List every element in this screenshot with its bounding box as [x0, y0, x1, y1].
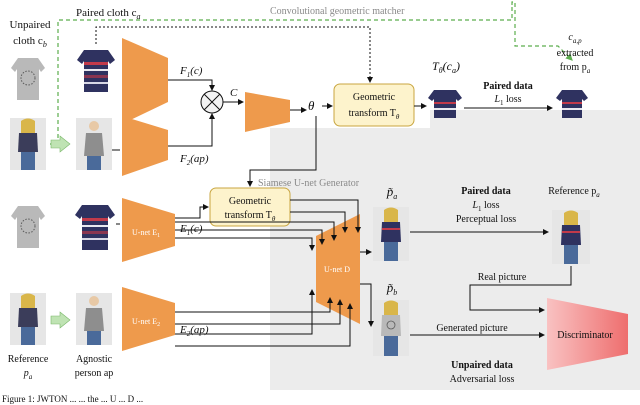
p-tilde-b-label: p̃b: [386, 280, 398, 297]
conv-matcher-label: Convolutional geometric matcher: [270, 6, 405, 17]
unet-d-label: U-net D: [324, 265, 350, 274]
discriminator-label: Discriminator: [557, 330, 613, 341]
unet-d-block: [316, 214, 360, 324]
paired-data-top: Paired data: [483, 81, 533, 92]
theta-label: θ: [308, 98, 315, 113]
generated-pa-image: [373, 207, 409, 261]
unpaired-data-label: Unpaired data: [451, 360, 513, 371]
generated-picture-label: Generated picture: [436, 323, 508, 334]
regression-net: [245, 92, 290, 132]
correlation-node: [200, 90, 224, 114]
l1-loss-top: L1 loss: [493, 94, 521, 107]
encoder-cloth: [122, 38, 168, 124]
warped-cloth-image: [428, 90, 462, 118]
paired-cloth-label: Paired cloth ca: [76, 7, 140, 21]
green-arrow-bottom: [50, 311, 71, 329]
reference-person-image-2: [10, 293, 46, 345]
geo-mid-line2: transform Tθ: [225, 210, 276, 223]
siamese-label: Siamese U-net Generator: [258, 178, 360, 189]
agnostic-label-1: Agnostic: [76, 354, 113, 365]
extracted-cloth-image: [556, 90, 588, 118]
c-label: C: [230, 87, 238, 99]
region-background: [430, 110, 640, 128]
dashed-extraction-arrow: [511, 1, 573, 61]
cap-line1: ca,p: [568, 32, 582, 45]
cap-line2: extracted: [557, 48, 594, 59]
unpaired-cloth-image: [10, 54, 46, 102]
unet-e1-label: U-net E1: [132, 228, 160, 239]
geo-top-line2: transform Tθ: [349, 108, 400, 121]
unpaired-label-line2: cloth cb: [13, 35, 47, 49]
paired-data-mid: Paired data: [461, 186, 511, 197]
t-theta-label: Tθ(ca): [432, 59, 460, 75]
e1-label: E1(c): [179, 223, 203, 237]
pa-bottom-label: pa: [23, 368, 33, 381]
figure-caption-fragment: Figure 1: JWTON ... ... the ... U ... D …: [2, 394, 143, 404]
geometric-transform-mid: [209, 187, 291, 227]
unet-e1-block: [122, 198, 175, 262]
l1-loss-mid: L1 loss: [471, 200, 499, 213]
green-arrow-top: [50, 135, 71, 153]
geo-top-line1: Geometric: [353, 92, 396, 103]
paired-cloth-image-2: [74, 200, 116, 252]
e2-label: E2(ap): [179, 324, 209, 338]
generated-pb-image: [373, 300, 409, 356]
reference-pa-image: [552, 210, 590, 264]
real-picture-label: Real picture: [478, 272, 527, 283]
connectors: [95, 26, 572, 347]
agnostic-label-2: person ap: [75, 368, 114, 379]
f2-label: F2(ap): [179, 153, 209, 167]
paired-cloth-image: [76, 44, 116, 94]
agnostic-person-image: [76, 118, 112, 170]
unpaired-label-line1: Unpaired: [10, 19, 51, 31]
unet-e2-block: [122, 287, 175, 351]
agnostic-person-image-2: [76, 293, 112, 345]
geo-mid-line1: Geometric: [229, 196, 272, 207]
unpaired-cloth-image-2: [10, 202, 46, 250]
f1-label: F1(c): [179, 65, 203, 79]
reference-pa-label: Reference pa: [548, 186, 600, 199]
region-background: [270, 128, 640, 190]
unet-e2-label: U-net E2: [132, 317, 160, 328]
perceptual-loss: Perceptual loss: [456, 214, 516, 225]
dashed-extraction-line: [50, 5, 514, 145]
reference-person-image: [10, 118, 46, 170]
geometric-transform-top: [333, 83, 415, 127]
reference-bottom-label: Reference: [8, 354, 49, 365]
adversarial-loss-label: Adversarial loss: [450, 374, 515, 385]
discriminator-block: [547, 298, 628, 370]
encoder-person: [122, 116, 168, 176]
cap-line3: from pa: [560, 62, 591, 75]
p-tilde-a-label: p̃a: [386, 184, 398, 201]
